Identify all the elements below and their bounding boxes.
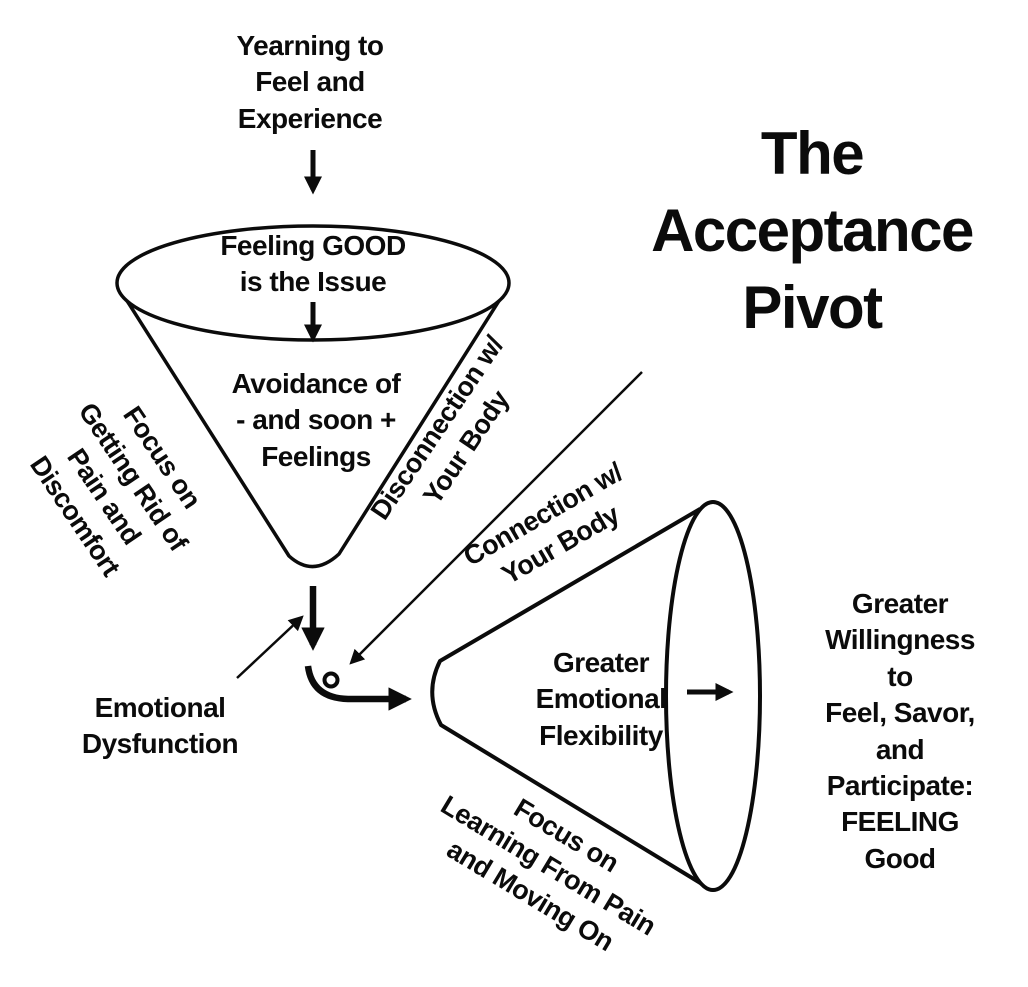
left-funnel-body-label: Avoidance of - and soon + Feelings: [231, 368, 401, 472]
right-funnel-opening: [664, 500, 762, 892]
outcome-label: Greater Willingness to Feel, Savor, and …: [825, 588, 975, 874]
left-funnel-cone: [115, 284, 511, 569]
entry-label: Yearning to Feel and Experience: [236, 30, 384, 134]
emotional-dysfunction-label: Emotional Dysfunction: [81, 692, 239, 760]
pivot-pointer-arrow: [349, 371, 643, 665]
pivot-point-circle: [322, 671, 340, 689]
diagram-title: The Acceptance Pivot: [651, 120, 974, 341]
right-funnel-cone: [430, 507, 704, 886]
right-funnel-body-label: Greater Emotional Flexibility: [535, 647, 667, 751]
dysfunction-arrow: [236, 615, 304, 679]
pivot-to-funnel-arrow: [304, 665, 412, 711]
left-funnel-opening-label: Feeling GOOD is the Issue: [220, 230, 406, 298]
